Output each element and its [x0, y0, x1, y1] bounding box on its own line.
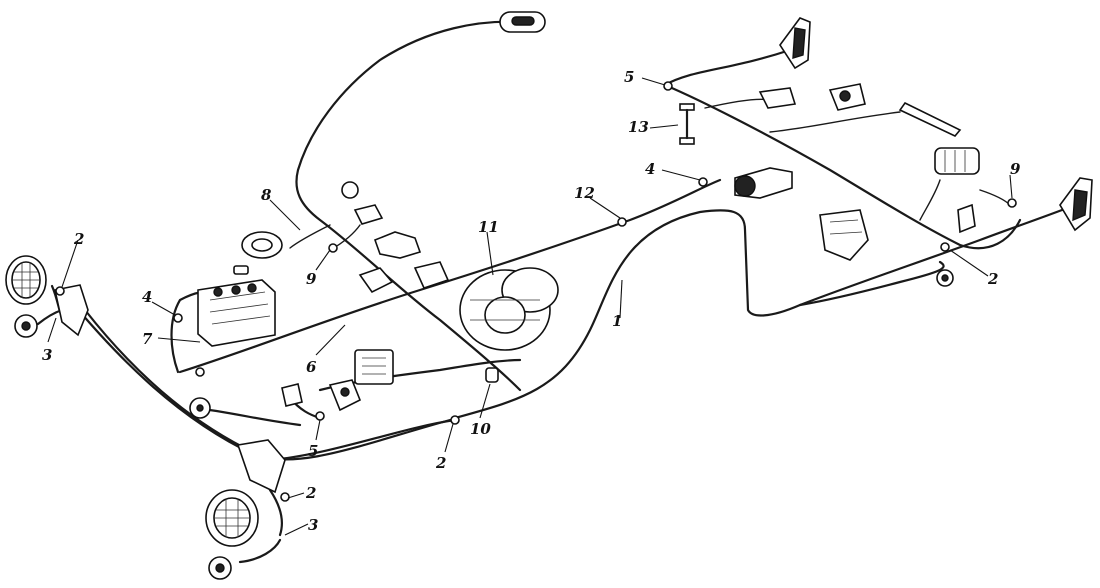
left-headlamp — [5, 255, 47, 305]
callout-6: 6 — [306, 358, 317, 376]
rear-top-wire — [663, 48, 1022, 250]
fuse-small — [233, 265, 249, 275]
ignition-wire — [289, 224, 361, 251]
switch-cluster — [341, 181, 450, 294]
callout-12: 12 — [574, 184, 595, 202]
callout-11: 11 — [478, 218, 499, 236]
bottom-headlamp-lead — [238, 488, 284, 564]
distributor — [819, 209, 869, 261]
main-harness-wire — [453, 203, 1077, 420]
rear-lower-wire — [798, 260, 945, 307]
callout-leaders — [47, 77, 1013, 536]
rear-switch-b — [828, 83, 866, 111]
battery — [197, 279, 276, 347]
oil-sensor — [485, 367, 499, 383]
callout-3-left: 3 — [42, 346, 52, 364]
bottom-headlamp — [205, 489, 259, 547]
rear-right-connector — [957, 203, 976, 234]
callout-4-rear: 4 — [645, 160, 655, 178]
dome-lamp — [499, 11, 546, 33]
battery-cable-wire — [178, 178, 722, 374]
starter-switch — [328, 379, 362, 412]
front-junction-block — [236, 439, 286, 494]
left-side-lamp — [14, 314, 38, 338]
callout-13: 13 — [628, 118, 649, 136]
callout-3-bottom: 3 — [308, 516, 318, 534]
bottom-side-lamp — [208, 556, 232, 580]
callout-labels: 1 2 2 2 2 3 3 4 4 5 5 6 7 8 9 9 10 11 12… — [42, 68, 1021, 534]
callout-4-battery: 4 — [142, 288, 152, 306]
rear-left-tail-lamp — [779, 17, 811, 70]
callout-10: 10 — [470, 420, 491, 438]
callout-5-front: 5 — [308, 442, 318, 460]
rear-ground-lamp — [936, 269, 954, 287]
callout-2-bottom-headlamp: 2 — [305, 484, 316, 502]
dome-lamp-wire — [295, 20, 522, 392]
callout-2-front-junction: 2 — [435, 454, 446, 472]
callout-9-rear: 9 — [1010, 160, 1021, 178]
callout-8: 8 — [261, 186, 272, 204]
steering-column-switch — [459, 267, 559, 351]
callout-5-rear: 5 — [624, 68, 634, 86]
rear-switch-a — [758, 87, 797, 109]
front-switch — [281, 383, 303, 407]
voltage-regulator — [354, 349, 394, 385]
sensor-wire — [704, 98, 1011, 221]
fuse-link — [679, 103, 695, 145]
front-small-lamp — [189, 397, 211, 419]
rear-bracket — [898, 101, 962, 137]
callout-1: 1 — [612, 312, 622, 330]
harness-grommets — [55, 81, 1017, 502]
callout-9-front: 9 — [306, 270, 317, 288]
callout-2-rear-right: 2 — [987, 270, 998, 288]
horn — [241, 231, 283, 259]
generator — [934, 147, 980, 175]
left-junction-block — [54, 284, 89, 337]
dash-to-switch-wire — [193, 406, 302, 427]
starter-motor — [734, 167, 793, 199]
rear-right-tail-lamp — [1059, 177, 1093, 232]
callout-2-left-headlamp: 2 — [73, 230, 84, 248]
callout-7: 7 — [142, 330, 153, 348]
